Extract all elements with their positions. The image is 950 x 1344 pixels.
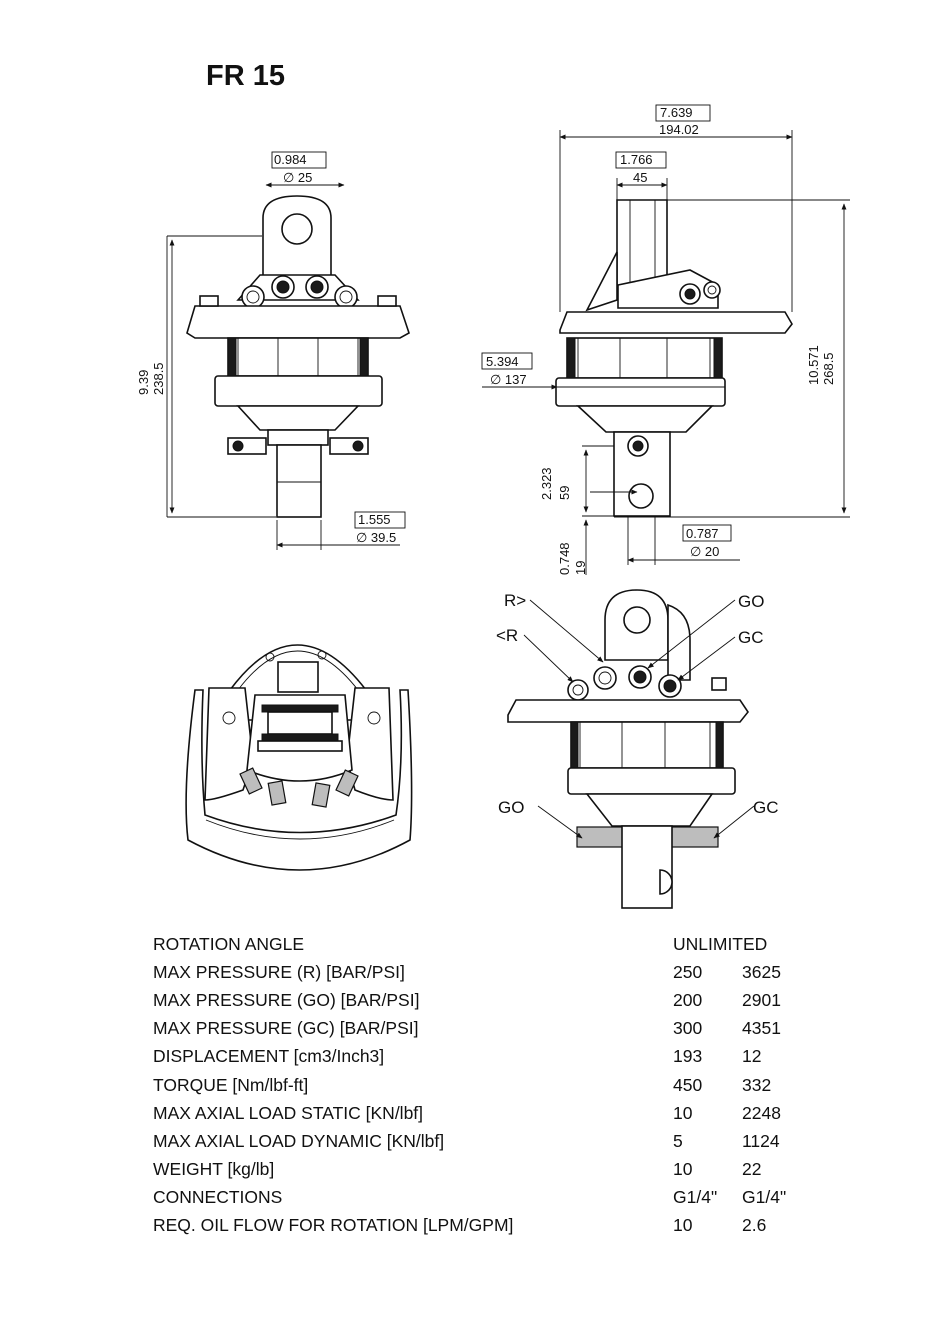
spec-label: MAX AXIAL LOAD DYNAMIC [KN/lbf] [153, 1130, 445, 1151]
dim-bottom-pin-mm: ∅ 20 [690, 544, 719, 559]
spec-value-metric: UNLIMITED [673, 933, 768, 954]
spec-value-metric: 10 [673, 1102, 693, 1123]
callout-r-right: R> [504, 591, 526, 610]
spec-value-metric: 300 [673, 1018, 703, 1039]
port-fitting-front [241, 275, 358, 309]
spec-label: CONNECTIONS [153, 1187, 283, 1208]
spec-value-imperial: 22 [742, 1159, 762, 1180]
spec-label: MAX PRESSURE (GO) [BAR/PSI] [153, 989, 420, 1010]
dim-height-left-mm: 238.5 [151, 362, 166, 395]
spec-row: MAX PRESSURE (R) [BAR/PSI] 250 3625 [153, 958, 813, 986]
dim-shaft-dia-in: 1.555 [358, 512, 391, 527]
side-view [482, 130, 850, 575]
callout-gc-top: GC [738, 628, 764, 647]
dim-body-dia-mm: ∅ 137 [490, 372, 527, 387]
spec-value-imperial: 2901 [742, 989, 781, 1010]
dim-overall-width-in: 7.639 [660, 105, 693, 120]
spec-row: ROTATION ANGLE UNLIMITED [153, 930, 813, 958]
dim-height-right-mm: 268.5 [821, 352, 836, 385]
spec-label: REQ. OIL FLOW FOR ROTATION [LPM/GPM] [153, 1215, 514, 1236]
dim-height-right-in: 10.571 [806, 345, 821, 385]
spec-value-metric: 200 [673, 989, 703, 1010]
spec-value-imperial: 4351 [742, 1018, 781, 1039]
spec-value-imperial: 2.6 [742, 1215, 767, 1236]
spec-value-imperial: G1/4" [742, 1187, 787, 1208]
dim-shaft-len-in: 2.323 [539, 467, 554, 500]
callout-go-top: GO [738, 592, 764, 611]
dim-body-dia-in: 5.394 [486, 354, 519, 369]
callout-gc-bottom: GC [753, 798, 779, 817]
dim-overall-width-mm: 194.02 [659, 122, 699, 137]
dim-bottom-pin-in: 0.787 [686, 526, 719, 541]
top-view [185, 644, 413, 871]
spec-row: MAX PRESSURE (GC) [BAR/PSI] 300 4351 [153, 1015, 813, 1043]
spec-row: MAX AXIAL LOAD DYNAMIC [KN/lbf] 5 1124 [153, 1127, 813, 1155]
spec-label: DISPLACEMENT [cm3/Inch3] [153, 1046, 385, 1067]
dim-shaft-end-in: 0.748 [557, 542, 572, 575]
iso-view [507, 589, 749, 909]
spec-value-metric: G1/4" [673, 1187, 718, 1208]
spec-value-metric: 10 [673, 1215, 693, 1236]
spec-row: CONNECTIONS G1/4" G1/4" [153, 1184, 813, 1212]
specs-table-body: ROTATION ANGLE UNLIMITED MAX PRESSURE (R) … [153, 930, 813, 1240]
spec-label: MAX AXIAL LOAD STATIC [KN/lbf] [153, 1102, 424, 1123]
dim-lug-width-mm: 45 [633, 170, 647, 185]
spec-row: TORQUE [Nm/lbf-ft] 450 332 [153, 1071, 813, 1099]
front-view [166, 182, 410, 550]
dim-shaft-len-mm: 59 [557, 486, 572, 500]
spec-value-metric: 5 [673, 1130, 683, 1151]
spec-value-imperial: 3625 [742, 961, 781, 982]
spec-value-imperial: 1124 [742, 1130, 780, 1151]
spec-row: WEIGHT [kg/lb] 10 22 [153, 1156, 813, 1184]
spec-value-imperial: 2248 [742, 1102, 781, 1123]
spec-value-imperial: 12 [742, 1046, 762, 1067]
spec-label: MAX PRESSURE (R) [BAR/PSI] [153, 961, 405, 982]
spec-row: REQ. OIL FLOW FOR ROTATION [LPM/GPM] 10 2.… [153, 1212, 813, 1240]
technical-drawing: 0.984 ∅ 25 9.39 238.5 1.555 ∅ 39.5 [136, 104, 850, 909]
dim-shaft-dia-mm: ∅ 39.5 [356, 530, 396, 545]
spec-label: TORQUE [Nm/lbf-ft] [153, 1074, 309, 1095]
callout-r-left: <R [496, 626, 518, 645]
dim-top-pin-in: 0.984 [274, 152, 307, 167]
spec-row: MAX PRESSURE (GO) [BAR/PSI] 200 2901 [153, 986, 813, 1014]
spec-label: ROTATION ANGLE [153, 933, 305, 954]
spec-value-metric: 193 [673, 1046, 703, 1067]
spec-value-metric: 10 [673, 1159, 693, 1180]
dim-lug-width-in: 1.766 [620, 152, 653, 167]
spec-label: WEIGHT [kg/lb] [153, 1159, 275, 1180]
spec-row: DISPLACEMENT [cm3/Inch3] 193 12 [153, 1043, 813, 1071]
spec-value-metric: 250 [673, 961, 703, 982]
dim-top-pin-mm: ∅ 25 [283, 170, 312, 185]
spec-label: MAX PRESSURE (GC) [BAR/PSI] [153, 1018, 419, 1039]
specs-table: ROTATION ANGLE UNLIMITED MAX PRESSURE (R) … [153, 930, 813, 1240]
spec-value-imperial: 332 [742, 1074, 772, 1095]
dim-height-left-in: 9.39 [136, 370, 151, 395]
page-title: FR 15 [206, 60, 285, 92]
spec-row: MAX AXIAL LOAD STATIC [KN/lbf] 10 2248 [153, 1099, 813, 1127]
spec-value-metric: 450 [673, 1074, 703, 1095]
callout-go-bottom: GO [498, 798, 524, 817]
dim-shaft-end-mm: 19 [573, 561, 588, 575]
